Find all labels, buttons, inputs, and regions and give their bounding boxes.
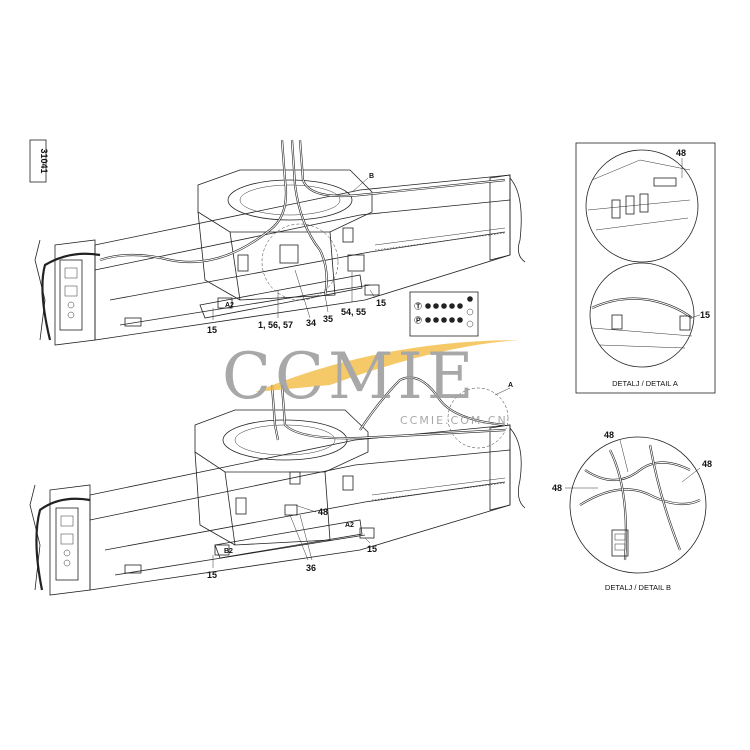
callout-15-lower-left: 15: [207, 570, 217, 580]
detail-a-caption: DETALJ / DETAIL A: [612, 379, 678, 388]
callout-b2: B2: [224, 548, 233, 555]
upper-assembly-view: [34, 139, 526, 346]
section-label-a: A: [508, 382, 513, 389]
watermark-subtext: CCMIE.COM.CN: [400, 414, 508, 427]
watermark-text: CCMIE: [222, 340, 477, 414]
callout-36: 36: [306, 563, 316, 573]
callout-a2-lower: A2: [345, 522, 354, 529]
connector-row-t: T: [416, 304, 421, 311]
detail-b-callout-48-right: 48: [702, 459, 712, 469]
callout-15-right: 15: [376, 298, 386, 308]
detail-b-callout-48-top: 48: [604, 430, 614, 440]
callout-1-56-57: 1, 56, 57: [258, 320, 293, 330]
callout-35: 35: [323, 314, 333, 324]
callout-15-lower-right: 15: [367, 544, 377, 554]
watermark: CCMIE CCMIE.COM.CN: [222, 340, 520, 427]
detail-a-callout-48: 48: [676, 148, 686, 158]
connector-row-p: P: [416, 318, 421, 325]
callout-54-55: 54, 55: [341, 307, 366, 317]
lower-assembly-view: [29, 376, 526, 596]
lower-callouts: A B2 15 36 48 A2 15: [207, 382, 513, 580]
sheet-number-stamp: 31041: [29, 139, 49, 183]
detail-b-view: 48 48 48 DETALJ / DETAIL B: [552, 430, 712, 592]
upper-callouts: B A2 15 1, 56, 57 34 35 54, 55 15: [207, 173, 386, 335]
callout-15-left: 15: [207, 325, 217, 335]
detail-a-panel: 48 15 DETALJ / DETAIL A: [575, 142, 716, 394]
detail-a-callout-15: 15: [700, 310, 710, 320]
callout-34: 34: [306, 318, 316, 328]
detail-b-caption: DETALJ / DETAIL B: [605, 583, 671, 592]
section-label-b: B: [369, 173, 374, 180]
callout-a2: A2: [225, 302, 234, 309]
sheet-number: 31041: [39, 148, 49, 173]
detail-b-callout-48-left: 48: [552, 483, 562, 493]
connector-chart: T P: [409, 291, 479, 337]
callout-48-lower: 48: [318, 507, 328, 517]
